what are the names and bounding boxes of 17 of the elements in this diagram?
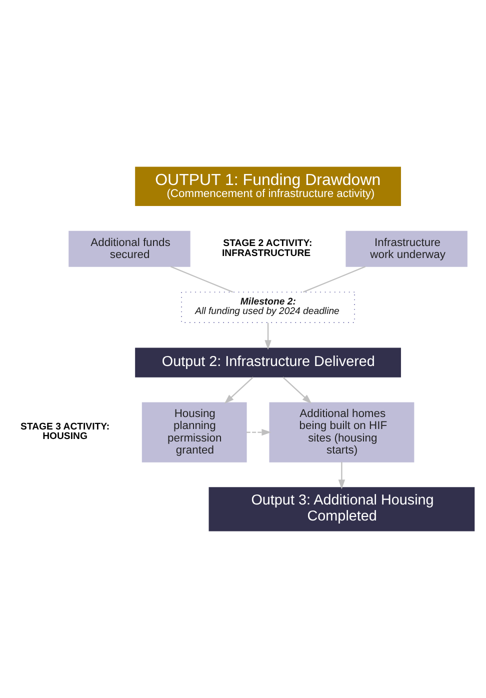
arrow <box>264 322 272 350</box>
connector <box>170 266 234 293</box>
arrow <box>224 376 254 404</box>
node-box: Additional homes being built on HIF sites (housing starts) <box>269 402 414 462</box>
node-box: Housing planning permission granted <box>142 402 247 462</box>
node-box: Output 2: Infrastructure Delivered <box>135 348 401 378</box>
node-box: Infrastructure work underway <box>346 230 468 267</box>
node-box: OUTPUT 1: Funding Drawdown (Commencement of infrastructure activity) <box>135 166 401 206</box>
label: STAGE 2 ACTIVITY: INFRASTRUCTURE <box>222 238 312 259</box>
connector <box>302 266 366 293</box>
node-box: Milestone 2: All funding used by 2024 deadline <box>181 292 355 323</box>
node-box: Additional funds secured <box>68 230 190 267</box>
label: STAGE 3 ACTIVITY: HOUSING <box>20 422 110 442</box>
arrow <box>246 428 272 436</box>
arrow <box>338 462 346 490</box>
node-box: Output 3: Additional Housing Completed <box>208 487 475 532</box>
arrow <box>282 376 312 404</box>
